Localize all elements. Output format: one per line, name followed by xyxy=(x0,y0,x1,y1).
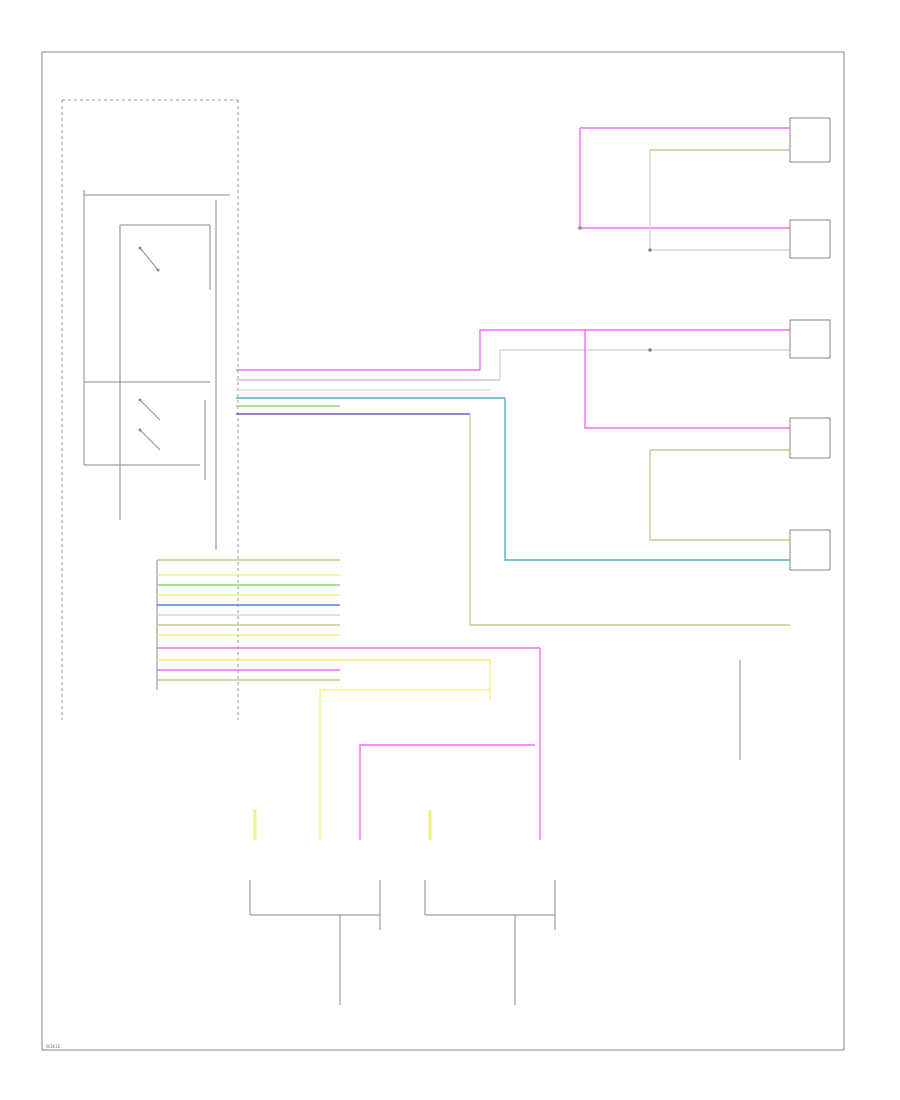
right-harness xyxy=(578,127,790,541)
diagram-frame xyxy=(41,51,845,1051)
switch-block-upper xyxy=(83,190,230,550)
page-code: W3K1E xyxy=(46,1044,61,1049)
module-outline xyxy=(61,99,239,720)
lower-connector-block xyxy=(156,559,540,690)
lower-switch-wiring xyxy=(253,648,541,840)
right-connectors xyxy=(789,117,831,571)
lower-switches xyxy=(249,660,741,1005)
upper-harness xyxy=(236,329,790,626)
switch-block-lower xyxy=(84,381,210,480)
